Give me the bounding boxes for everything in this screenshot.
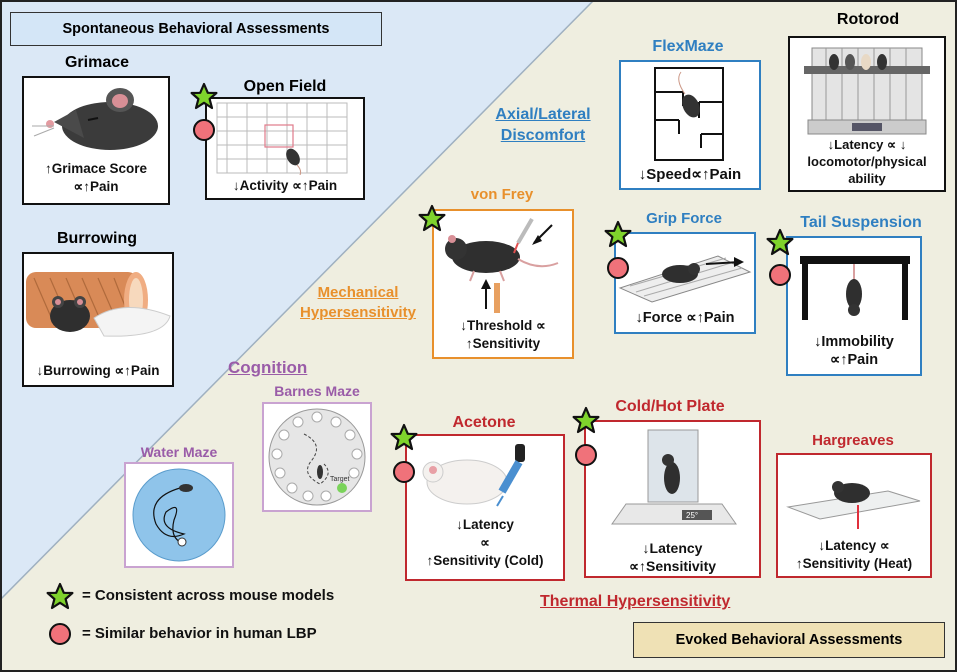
tail-suspension-title: Tail Suspension	[800, 214, 922, 231]
rotorod-apparatus-icon	[804, 47, 930, 135]
grip-force-panel: ↓Force ∝↑Pain	[614, 232, 756, 334]
cold-hot-plate-caption-2: ∝↑Sensitivity	[628, 558, 717, 574]
hargreaves-caption-1: ↓Latency ∝	[818, 538, 890, 553]
acetone-caption-1: ↓Latency	[456, 517, 514, 532]
grip-force-grid-icon	[618, 255, 752, 303]
mouse-face-icon	[32, 88, 158, 150]
von-frey-caption-2: ↑Sensitivity	[465, 336, 541, 351]
divider-line	[0, 0, 595, 601]
von-frey-mouse-icon	[445, 217, 559, 313]
open-field-caption: ↓Activity ∝↑Pain	[232, 178, 338, 193]
water-maze-title: Water Maze	[140, 444, 218, 460]
hargreaves-caption-2: ↑Sensitivity (Heat)	[795, 556, 913, 571]
grimace-caption-2: ∝↑Pain	[73, 179, 119, 194]
hargreaves-title: Hargreaves	[812, 432, 894, 449]
tail-suspension-caption-1: ↓Immobility	[814, 334, 894, 350]
grip-force-title: Grip Force	[646, 210, 722, 227]
barnes-target-label: Target	[330, 476, 350, 483]
flexmaze-caption: ↓Speed∝↑Pain	[638, 166, 742, 183]
cold-hot-plate-panel: 25° ↓Latency ∝↑Sensitivity	[584, 420, 761, 578]
rotorod-caption-3: ability	[848, 171, 886, 186]
spontaneous-header-text: Spontaneous Behavioral Assessments	[62, 21, 330, 37]
evoked-header: Evoked Behavioral Assessments	[633, 622, 945, 658]
open-field-title: Open Field	[243, 78, 327, 95]
burrow-tube-icon	[26, 272, 171, 337]
acetone-caption-2: ∝	[480, 535, 490, 550]
burrowing-title: Burrowing	[57, 230, 137, 247]
mechanical-label-line-2: Hypersensitivity	[300, 304, 416, 321]
spontaneous-header: Spontaneous Behavioral Assessments	[10, 12, 382, 46]
axial-label-line-2: Discomfort	[500, 127, 586, 144]
mechanical-label-line-1: Mechanical	[317, 284, 399, 301]
rotorod-title: Rotorod	[836, 11, 900, 28]
hot-plate-display: 25°	[686, 511, 699, 520]
rotorod-panel: ↓Latency ∝ ↓ locomotor/physical ability	[788, 36, 946, 192]
von-frey-title: von Frey	[470, 186, 534, 203]
von-frey-caption-1: ↓Threshold ∝	[460, 318, 546, 333]
cognition-label: Cognition	[228, 358, 308, 377]
cold-hot-plate-caption-1: ↓Latency	[642, 540, 703, 556]
axial-label-line-1: Axial/Lateral	[495, 106, 591, 123]
legend-star-text: = Consistent across mouse models	[82, 587, 335, 604]
acetone-caption-3: ↑Sensitivity (Cold)	[426, 553, 544, 568]
evoked-header-text: Evoked Behavioral Assessments	[675, 632, 903, 648]
von-frey-panel: ↓Threshold ∝ ↑Sensitivity	[432, 209, 574, 359]
axial-lateral-label: Axial/Lateral Discomfort	[478, 104, 608, 146]
flexmaze-panel: ↓Speed∝↑Pain	[619, 60, 761, 190]
legend-circle-text: = Similar behavior in human LBP	[82, 625, 317, 642]
cold-hot-plate-title: Cold/Hot Plate	[615, 398, 725, 415]
tail-suspension-icon	[800, 256, 910, 320]
rotorod-caption-2: locomotor/physical	[807, 154, 927, 169]
thermal-hypersensitivity-label: Thermal Hypersensitivity	[540, 593, 731, 610]
water-maze-pool-icon	[132, 468, 226, 562]
barnes-maze-panel: Target	[262, 402, 372, 512]
grip-force-caption: ↓Force ∝↑Pain	[635, 310, 735, 326]
acetone-mouse-icon	[422, 444, 525, 507]
open-field-panel: ↓Activity ∝↑Pain	[205, 97, 365, 200]
flexmaze-icon	[654, 67, 724, 161]
burrowing-panel: ↓Burrowing ∝↑Pain	[22, 252, 174, 387]
mechanical-hypersensitivity-label: Mechanical Hypersensitivity	[283, 283, 433, 323]
flexmaze-title: FlexMaze	[652, 38, 724, 55]
hargreaves-panel: ↓Latency ∝ ↑Sensitivity (Heat)	[776, 453, 932, 578]
grimace-panel: ↑Grimace Score ∝↑Pain	[22, 76, 170, 205]
acetone-panel: ↓Latency ∝ ↑Sensitivity (Cold)	[405, 434, 565, 581]
hot-plate-icon	[611, 429, 737, 525]
rotorod-caption-1: ↓Latency ∝ ↓	[827, 137, 907, 152]
tail-suspension-panel: ↓Immobility ∝↑Pain	[786, 236, 922, 376]
tail-suspension-caption-2: ∝↑Pain	[829, 352, 879, 368]
grimace-caption-1: ↑Grimace Score	[44, 161, 148, 176]
acetone-title: Acetone	[452, 414, 516, 431]
open-field-arena-icon	[216, 102, 348, 175]
water-maze-panel	[124, 462, 234, 568]
burrowing-caption: ↓Burrowing ∝↑Pain	[36, 363, 160, 378]
barnes-maze-icon	[268, 408, 366, 506]
barnes-maze-title: Barnes Maze	[274, 383, 360, 399]
hargreaves-icon	[786, 481, 921, 529]
grimace-title: Grimace	[64, 54, 130, 71]
